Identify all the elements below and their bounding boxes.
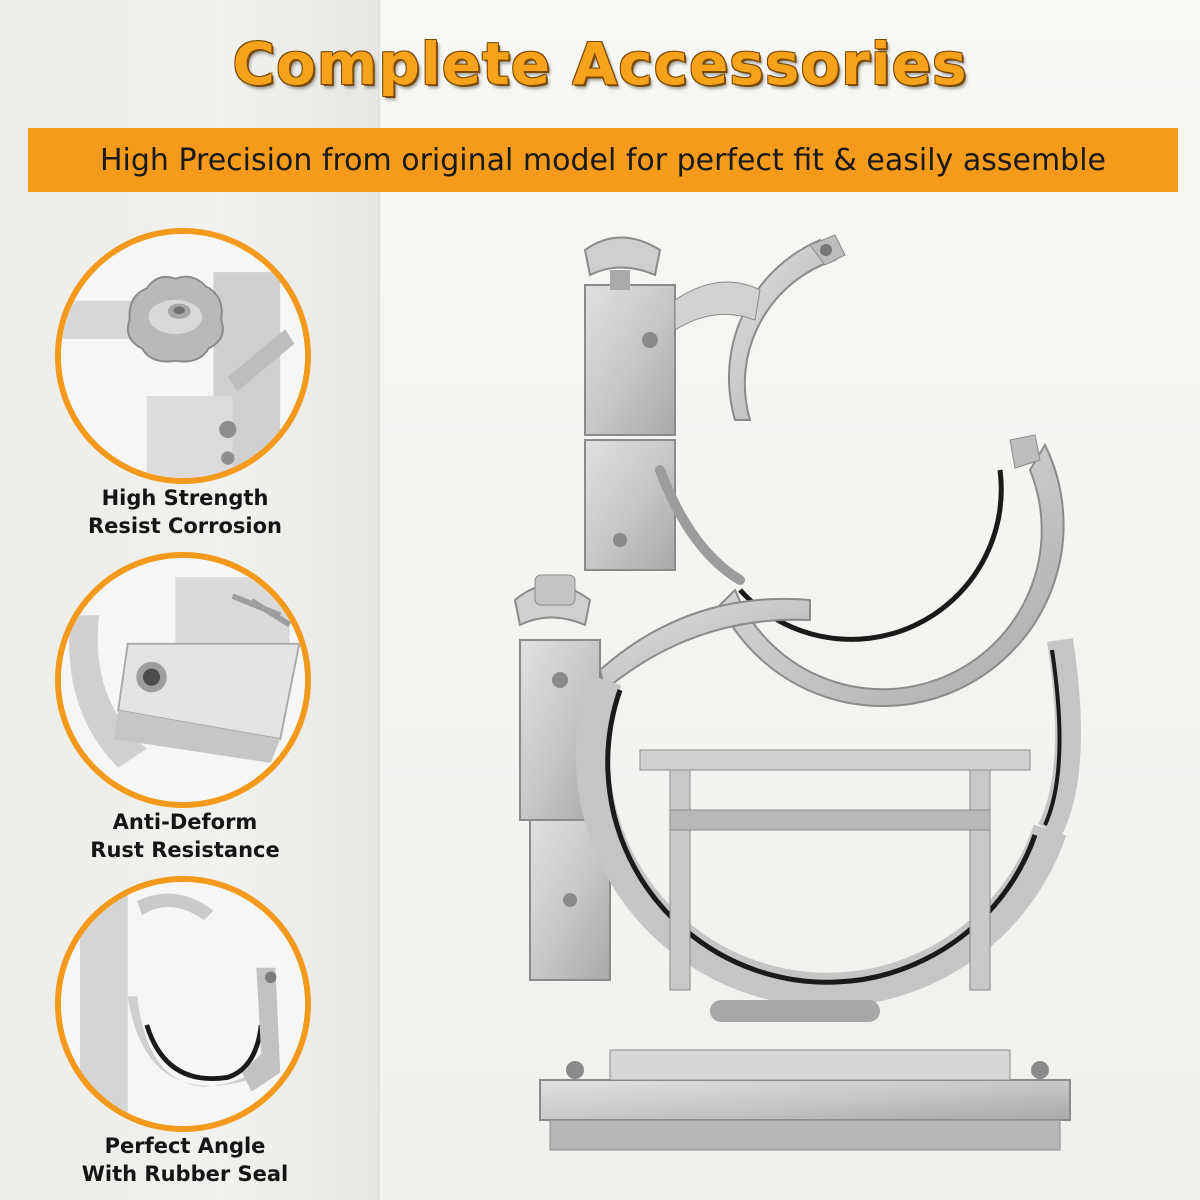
subtitle-text: High Precision from original model for p… xyxy=(100,142,1106,178)
subtitle-banner: High Precision from original model for p… xyxy=(28,128,1178,192)
knob-closeup-icon xyxy=(55,228,311,484)
feature-caption-line2: Rust Resistance xyxy=(90,838,280,862)
feature-caption: High Strength Resist Corrosion xyxy=(35,484,335,540)
feature-caption-line1: High Strength xyxy=(101,486,269,510)
laser-tube-mount-bracket-image xyxy=(490,210,1110,1190)
background-seam xyxy=(378,0,382,1200)
upper-clamp xyxy=(583,234,1065,708)
page-title: Complete Accessories xyxy=(232,30,968,98)
feature-caption-line2: Resist Corrosion xyxy=(87,514,282,538)
feature-caption-line1: Perfect Angle xyxy=(104,1134,266,1158)
base-plate xyxy=(539,1000,1071,1151)
feature-caption-line2: With Rubber Seal xyxy=(81,1162,289,1186)
lower-clamp xyxy=(513,574,1081,1007)
feature-caption-line1: Anti-Deform xyxy=(112,810,258,834)
bracket-screw-closeup-icon xyxy=(55,552,311,808)
feature-caption: Perfect Angle With Rubber Seal xyxy=(35,1132,335,1188)
ring-rubber-seal-closeup-icon xyxy=(55,876,311,1132)
feature-caption: Anti-Deform Rust Resistance xyxy=(35,808,335,864)
